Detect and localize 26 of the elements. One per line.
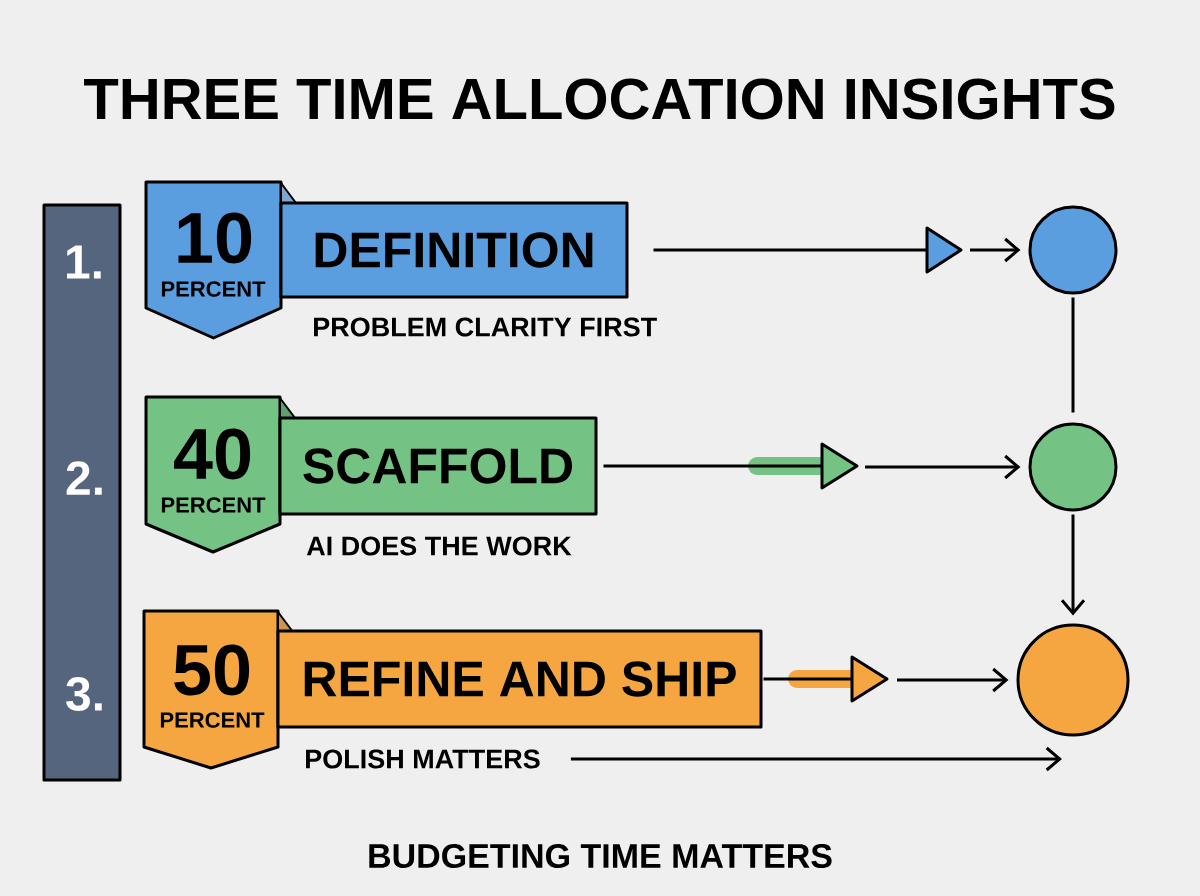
percent-badge: 40 PERCENT: [144, 395, 296, 554]
circle: [1016, 623, 1130, 737]
circle: [1028, 205, 1118, 295]
subtitle: PROBLEM CLARITY FIRST: [314, 317, 657, 337]
step-number: 3.: [66, 676, 102, 711]
subtitle: POLISH MATTERS: [306, 749, 540, 769]
arrow: [603, 442, 859, 490]
arrow: [1060, 514, 1086, 616]
caption: BUDGETING TIME MATTERS: [369, 843, 832, 869]
connector-line: [1071, 297, 1075, 413]
arrow: [897, 667, 1009, 693]
arrow: [653, 226, 963, 274]
step-banner: SCAFFOLD: [278, 416, 598, 516]
step-number: 2.: [66, 461, 102, 495]
arrow: [570, 746, 1062, 772]
title: THREE TIME ALLOCATION INSIGHTS: [84, 78, 1115, 120]
circle: [1028, 422, 1118, 512]
subtitle: AI DOES THE WORK: [306, 536, 572, 556]
percent-badge: 10 PERCENT: [144, 180, 297, 340]
step-banner: DEFINITION: [279, 201, 629, 299]
percent-badge: 50 PERCENT: [142, 609, 294, 770]
arrow: [970, 237, 1021, 263]
arrow: [865, 454, 1021, 480]
step-bar: [42, 203, 122, 782]
arrow: [763, 655, 889, 703]
step-number: 1.: [67, 245, 101, 279]
